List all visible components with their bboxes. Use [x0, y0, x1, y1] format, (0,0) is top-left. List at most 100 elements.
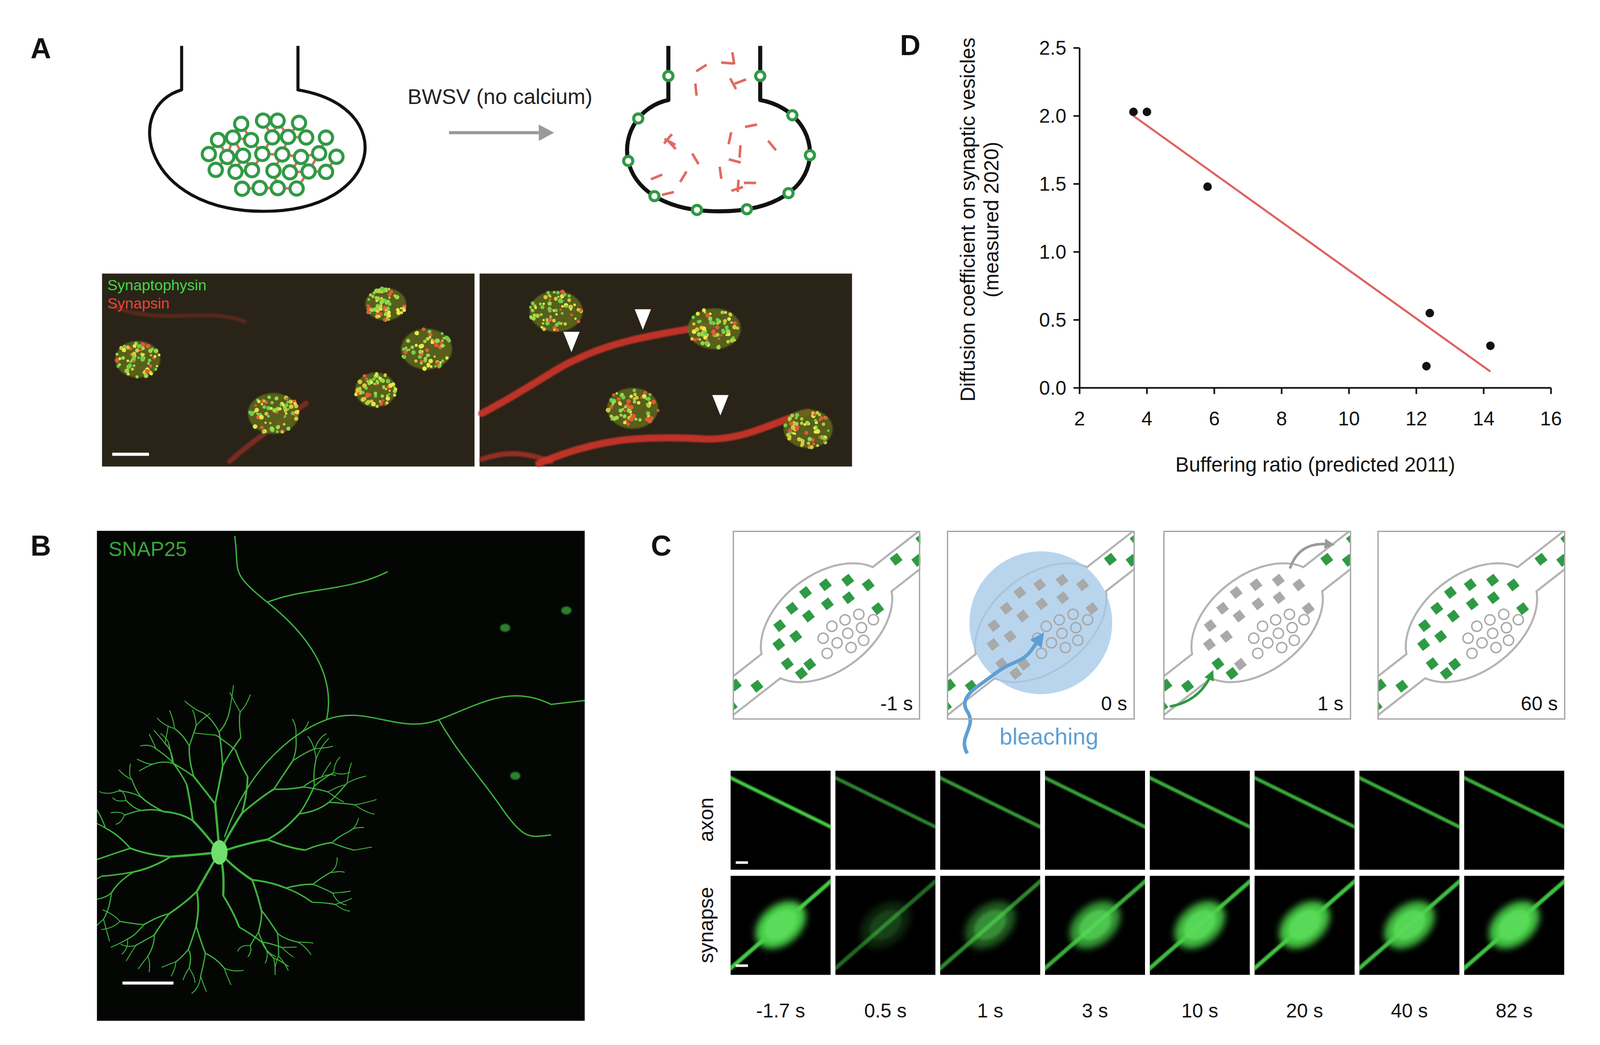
punctum — [709, 320, 714, 325]
axon-signal — [1359, 775, 1460, 829]
punctum — [812, 442, 815, 445]
protein-marker — [1009, 666, 1022, 680]
punctum — [607, 407, 611, 411]
punctum — [373, 391, 377, 395]
neurite — [215, 766, 223, 804]
punctum — [643, 390, 647, 395]
punctum — [576, 307, 581, 312]
punctum — [557, 295, 560, 298]
axon-outline — [732, 530, 921, 720]
neurite — [292, 748, 316, 761]
punctum — [414, 343, 418, 347]
protein-marker — [1430, 601, 1444, 615]
free-synapsin — [680, 171, 687, 183]
micrograph-ground — [102, 273, 475, 467]
punctum — [694, 327, 700, 332]
bouton-spot — [510, 771, 521, 780]
free-synapsin — [695, 83, 697, 96]
vesicle-cluster — [1270, 614, 1281, 625]
punctum — [382, 386, 385, 389]
punctum — [384, 302, 388, 305]
punctum — [535, 313, 540, 319]
tick-mark — [1145, 387, 1148, 395]
neurite — [315, 738, 329, 759]
punctum — [634, 417, 638, 421]
punctum — [288, 404, 294, 409]
punctum — [428, 335, 431, 339]
time-label: -1 s — [880, 691, 913, 716]
neurite — [99, 790, 119, 794]
protein-marker — [1225, 666, 1239, 680]
punctum — [440, 344, 443, 348]
axis-label: Buffering ratio (predicted 2011) — [1175, 452, 1456, 476]
punctum — [369, 380, 374, 384]
protein-marker — [871, 602, 885, 615]
protein-marker — [1076, 578, 1090, 591]
time-label: 82 s — [1495, 998, 1533, 1022]
protein-marker — [1417, 637, 1431, 651]
punctum — [800, 441, 805, 446]
punctum — [702, 331, 707, 335]
data-point — [1422, 361, 1431, 371]
synapse-puncta — [687, 308, 741, 350]
punctum — [364, 400, 370, 406]
vesicle-cluster — [1276, 642, 1287, 653]
punctum — [711, 332, 716, 337]
protein-marker — [1272, 573, 1285, 587]
punctum — [816, 444, 819, 447]
neurite — [313, 883, 333, 893]
punctum — [622, 414, 627, 419]
synapse-signal — [1165, 891, 1235, 958]
frame-cartoon — [1163, 530, 1352, 720]
protein-marker — [1251, 597, 1265, 611]
punctum — [563, 322, 567, 326]
tick-mark — [1550, 387, 1553, 395]
bouton-fill — [1170, 540, 1345, 705]
punctum — [269, 421, 272, 424]
punctum — [623, 409, 626, 412]
neurite — [299, 801, 329, 814]
neurite — [258, 909, 262, 933]
punctum — [249, 411, 254, 416]
punctum — [632, 397, 636, 401]
vesicle-cluster — [1057, 627, 1068, 639]
punctum — [429, 365, 433, 368]
punctum — [618, 402, 623, 406]
time-label: 0.5 s — [864, 998, 907, 1022]
timepoint-frame: 60 s — [1377, 530, 1566, 720]
protein-marker — [1444, 585, 1457, 599]
protein-marker — [946, 678, 956, 691]
free-synapsin — [650, 174, 663, 180]
protein-marker — [780, 657, 794, 671]
punctum — [263, 399, 266, 403]
vesicle-cluster — [1484, 614, 1496, 625]
time-label: 10 s — [1181, 998, 1219, 1022]
channel-label: Synaptophysin — [107, 275, 470, 295]
micrograph-ground — [730, 875, 831, 975]
neurite — [183, 967, 190, 980]
neurite — [125, 799, 141, 810]
punctum — [541, 322, 544, 325]
neurite — [349, 817, 359, 831]
neurite — [303, 786, 328, 792]
punctum — [788, 418, 791, 422]
punctum — [530, 301, 535, 305]
protein-marker — [1292, 578, 1306, 591]
vesicle-cluster — [1487, 627, 1498, 639]
punctum — [818, 418, 821, 421]
vesicle-cluster — [868, 614, 879, 625]
punctum — [262, 404, 267, 409]
neurite — [188, 949, 191, 968]
protein-marker — [1016, 609, 1030, 623]
punctum — [367, 298, 371, 301]
punctum — [279, 429, 284, 434]
punctum — [365, 394, 369, 398]
punctum — [823, 437, 826, 440]
punctum — [407, 348, 411, 351]
punctum — [117, 363, 121, 367]
punctum — [650, 416, 654, 420]
punctum — [362, 383, 368, 388]
neurite — [172, 762, 187, 785]
synapse-core — [968, 903, 1013, 946]
punctum — [794, 416, 798, 420]
